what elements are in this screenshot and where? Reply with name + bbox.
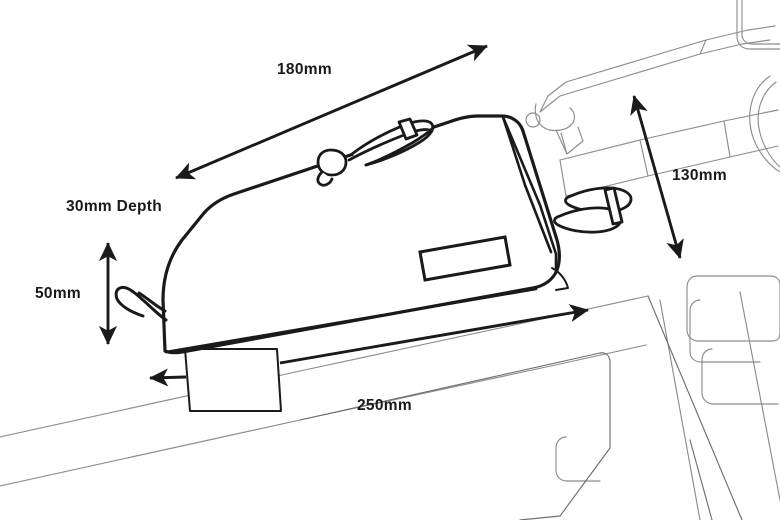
bag-front-loop: [114, 285, 168, 322]
stem-clamp-outline: [534, 103, 576, 132]
front-loop-inner: [137, 291, 167, 313]
dimension-arrow-250mm-right: [279, 304, 589, 365]
stem-left-cap: [539, 95, 549, 113]
bottom-panel-left-side: [299, 352, 601, 421]
down-tube-right-edge: [739, 291, 780, 501]
head-tube-upper: [559, 109, 779, 161]
dimension-label-50mm: 50mm: [35, 285, 82, 302]
front-loop-strap: [114, 285, 168, 322]
label-patch-rect: [418, 235, 512, 282]
stem-riser: [699, 39, 707, 55]
bottom-left-panel: [519, 352, 611, 520]
bottom-right-long-edge-2: [689, 439, 713, 520]
stem-bolt: [525, 112, 541, 128]
bottom-right-long-edge: [647, 295, 743, 520]
lower-right-panel-a: [686, 275, 780, 342]
bag-gusset-fold: [501, 115, 558, 273]
bottom-frame-panels: [299, 295, 743, 520]
dimension-label-30mm-depth: 30mm Depth: [66, 198, 163, 215]
upper-right-panel: [736, 0, 780, 50]
head-tube-seam-b: [723, 120, 731, 158]
down-tube-left-edge: [659, 299, 701, 520]
rear-strap-buckle: [603, 186, 624, 226]
head-tube-left-face: [559, 159, 567, 197]
bag-base-seam: [164, 287, 538, 354]
head-tube-lower: [565, 145, 779, 197]
dimension-arrow-250mm-left: [149, 368, 187, 387]
dimension-label-250mm: 250mm: [357, 397, 412, 414]
dimension-label-180mm: 180mm: [277, 61, 332, 78]
dimension-arrow-130mm: [630, 95, 684, 259]
lower-centre-panel: [555, 436, 601, 482]
grip-arc-outer: [749, 75, 780, 173]
mounting-block: [184, 348, 282, 412]
bag-rear-straps: [553, 186, 633, 234]
top-tube-upper-edge: [0, 295, 649, 438]
grip-arc-inner: [757, 81, 780, 168]
upper-right-panel-inner: [741, 0, 780, 45]
rear-tab-shape: [551, 267, 569, 291]
bag-gusset-edge: [501, 115, 553, 254]
rear-strap-lower: [553, 206, 623, 234]
bag-base-line: [164, 287, 538, 354]
stem-faceplate: [555, 126, 584, 155]
frame-triangle-panel: [701, 348, 779, 405]
stem-body: [539, 39, 771, 113]
dimension-label-130mm: 130mm: [672, 167, 727, 184]
mount-block-body: [184, 348, 282, 412]
seat-tube-panel: [689, 299, 761, 363]
top-tube-lower-edge: [0, 344, 647, 487]
bag-label-patch: [418, 235, 512, 282]
stem-top-edge: [547, 25, 776, 97]
bag-side-gusset: [501, 115, 558, 273]
dimension-arrow-180mm: [175, 44, 488, 180]
stem-faceplate-inner: [560, 132, 568, 155]
bag-rear-tab: [551, 267, 569, 291]
